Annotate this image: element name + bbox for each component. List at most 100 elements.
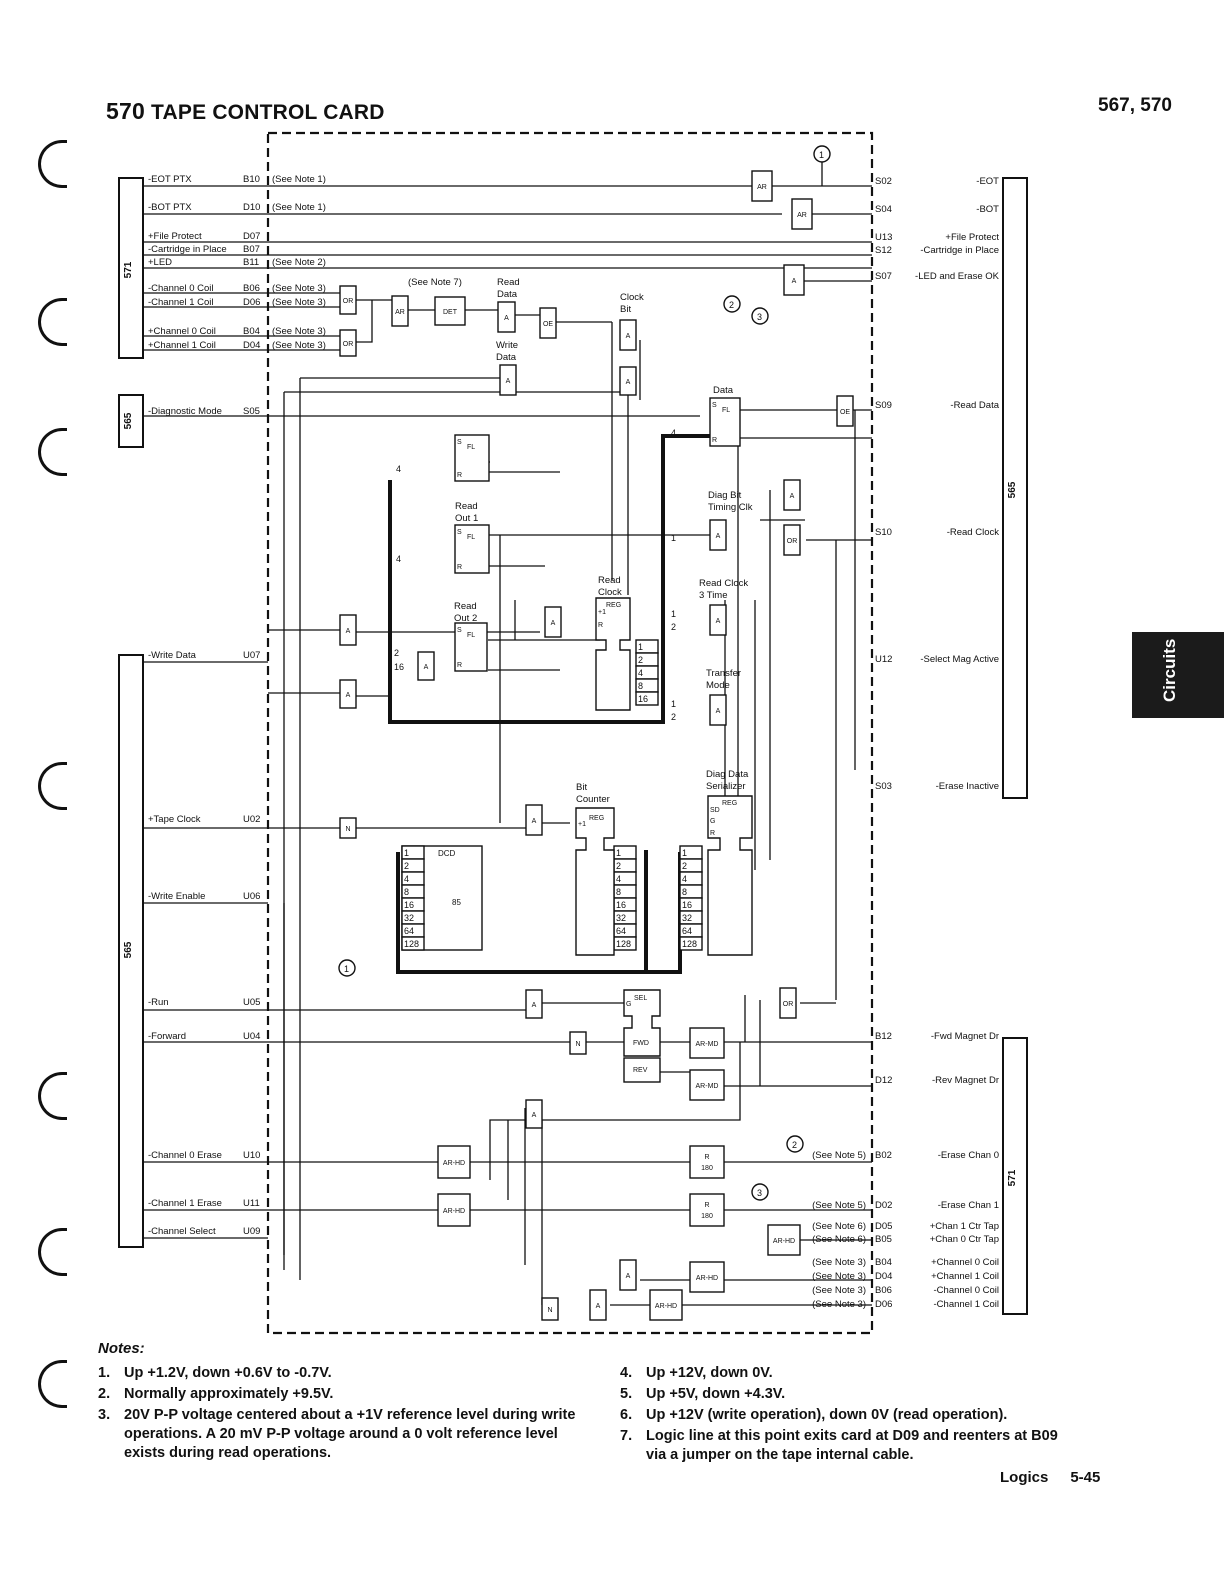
left-pin-signal: -EOT PTX [148, 174, 192, 185]
left-pin-id: D06 [243, 297, 260, 308]
left-pin-note: (See Note 3) [272, 340, 326, 351]
gate-type-label: AR [797, 212, 807, 219]
dcd-weight: 64 [404, 926, 414, 936]
svg-text:Bit: Bit [620, 304, 631, 315]
read-clock-weight: 4 [638, 668, 643, 678]
serializer-weight: 8 [682, 887, 687, 897]
right-pin-id: B06 [875, 1285, 892, 1296]
note-item: 1.Up +1.2V, down +0.6V to -0.7V. [98, 1364, 578, 1383]
left-pin-signal: -Forward [148, 1031, 186, 1042]
gate-type-label: AR-HD [696, 1275, 718, 1282]
right-pin-id: D05 [875, 1221, 892, 1232]
right-pin-signal: -LED and Erase OK [915, 271, 1000, 282]
gate-type-label: A [346, 692, 351, 699]
ar-hd-erase-0: AR-HD [437, 1145, 471, 1179]
left-pin-id: B10 [243, 174, 260, 185]
left-pin-signal: +Tape Clock [148, 814, 201, 825]
and-gate: A [339, 614, 357, 646]
left-pin-signal: +File Protect [148, 231, 202, 242]
card-boundary [266, 131, 874, 1335]
right-pin-signal: -Channel 1 Coil [934, 1299, 999, 1310]
right-pin-id: D04 [875, 1271, 892, 1282]
left-pin-signal: -Write Enable [148, 891, 205, 902]
gate-type-label: A [716, 618, 721, 625]
serializer-weight: 32 [682, 913, 692, 923]
right-pin-note: (See Note 3) [812, 1257, 866, 1268]
left-pin-id: U02 [243, 814, 260, 825]
r180-label: 180 [701, 1165, 713, 1172]
ar-md-rev-driver: AR-MD [689, 1069, 725, 1101]
right-pin-id: D12 [875, 1075, 892, 1086]
serializer-weight: 128 [682, 939, 697, 949]
serializer-reg-label: REG [722, 800, 737, 807]
bit-counter-weight: 128 [616, 939, 631, 949]
dcd-weight: 32 [404, 913, 414, 923]
and-gate-diag-bit: A [783, 479, 801, 511]
right-pin-signal: +File Protect [945, 232, 999, 243]
read-clock-weight: 16 [638, 694, 648, 704]
right-pin-signal: -BOT [976, 204, 999, 215]
note-item: 3.20V P-P voltage centered about a +1V r… [98, 1406, 578, 1463]
right-pin-id: D02 [875, 1200, 892, 1211]
ar-gate-eot: AR [751, 170, 773, 202]
select-latch [623, 989, 661, 1057]
and-gate: A [339, 679, 357, 709]
inverter-channel-select: N [541, 1297, 559, 1321]
svg-text:1: 1 [819, 150, 824, 160]
select-g-label: G [626, 1001, 631, 1008]
connector-label: 571 [123, 261, 134, 278]
right-pin-id: B04 [875, 1257, 892, 1268]
left-pin-note: (See Note 1) [272, 202, 326, 213]
title-text: TAPE CONTROL CARD [151, 101, 385, 124]
set-input-label: S [457, 439, 462, 446]
footer-page-number: 5-45 [1070, 1469, 1101, 1486]
left-pin-id: B07 [243, 244, 260, 255]
select-label: SEL [634, 995, 647, 1002]
reverse-block [623, 1057, 661, 1083]
note-text: Logic line at this point exits card at D… [646, 1428, 1058, 1463]
ar-hd-coil-1: AR-HD [649, 1289, 683, 1321]
right-pin-id: S04 [875, 204, 892, 215]
bit-counter-weight: 4 [616, 874, 621, 884]
and-gate: A [417, 651, 435, 681]
left-pin-signal: -Channel Select [148, 1226, 216, 1237]
gate-type-label: A [626, 1273, 631, 1280]
r-label: R [704, 1154, 709, 1161]
flip-flop-label: FL [467, 444, 475, 451]
weight-cell [679, 936, 703, 951]
read-clock-reg-label: REG [606, 602, 621, 609]
left-pin-signal: -Diagnostic Mode [148, 406, 222, 417]
dcd-weight: 16 [404, 900, 414, 910]
connector-565-right [1002, 177, 1028, 799]
left-pin-id: D04 [243, 340, 260, 351]
dcd-weight: 2 [404, 861, 409, 871]
forward-label: FWD [633, 1040, 649, 1047]
left-pin-id: U07 [243, 650, 260, 661]
gate-type-label: A [532, 818, 537, 825]
svg-text:Data: Data [497, 289, 518, 300]
gate-type-label: AR-MD [696, 1041, 719, 1048]
svg-text:3: 3 [757, 312, 762, 322]
left-pin-id: B11 [243, 257, 259, 268]
note-number: 5. [620, 1386, 633, 1402]
svg-text:Read: Read [455, 501, 478, 512]
right-pin-id: D06 [875, 1299, 892, 1310]
svg-text:Data: Data [496, 352, 517, 363]
connector-565-diag [118, 394, 144, 448]
right-pin-signal: -Erase Inactive [936, 781, 999, 792]
test-point-3 [751, 307, 769, 325]
and-gate-timing: A [709, 519, 727, 551]
gate-type-label: OE [543, 321, 553, 328]
binder-hole-mark [38, 1360, 67, 1408]
ar-hd-erase-1: AR-HD [437, 1193, 471, 1227]
right-pin-note: (See Note 5) [812, 1150, 866, 1161]
gate-type-label: DET [443, 309, 458, 316]
note-item: 5.Up +5V, down +4.3V. [620, 1385, 1060, 1404]
and-gate-3-time: A [709, 604, 727, 636]
connector-label: 565 [1007, 481, 1018, 498]
